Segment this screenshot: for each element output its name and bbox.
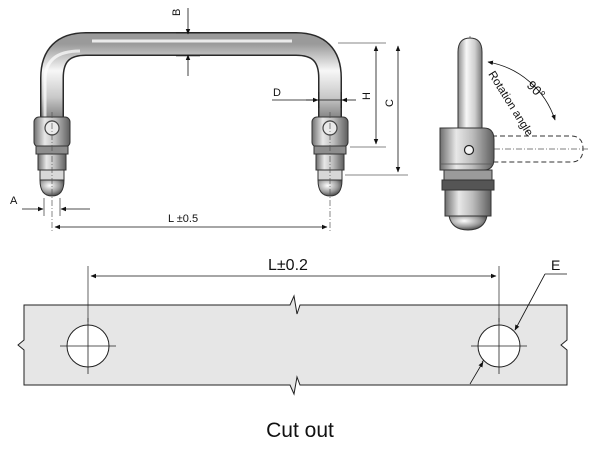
dimension-l-cutout: L±0.2 xyxy=(90,257,497,279)
label-l-cutout: L±0.2 xyxy=(268,257,308,274)
label-l-front: L ±0.5 xyxy=(168,213,198,225)
left-hole xyxy=(60,318,116,374)
handle-bar xyxy=(40,32,342,120)
label-d: D xyxy=(273,87,281,99)
dimension-l-front: L ±0.5 xyxy=(54,213,328,230)
dimension-b: B xyxy=(171,8,200,76)
label-h: H xyxy=(361,92,373,100)
right-hole xyxy=(471,318,527,374)
side-pivot-block xyxy=(439,127,495,231)
cutout-view: L±0.2 E xyxy=(17,257,568,396)
label-a: A xyxy=(10,195,18,207)
dimension-c: C xyxy=(345,45,408,176)
side-handle xyxy=(457,37,483,129)
label-c: C xyxy=(384,99,396,107)
label-b: B xyxy=(171,9,183,16)
cutout-plate xyxy=(17,294,568,396)
dimension-h: H xyxy=(338,42,386,148)
label-e: E xyxy=(551,257,560,273)
side-view: 90° Rotation angle xyxy=(439,36,590,231)
front-view: B D H C A xyxy=(10,8,408,232)
dimension-d: D xyxy=(272,87,356,108)
cutout-caption: Cut out xyxy=(266,419,334,442)
dimension-e: E xyxy=(469,257,567,385)
dimension-a: A xyxy=(10,195,90,216)
